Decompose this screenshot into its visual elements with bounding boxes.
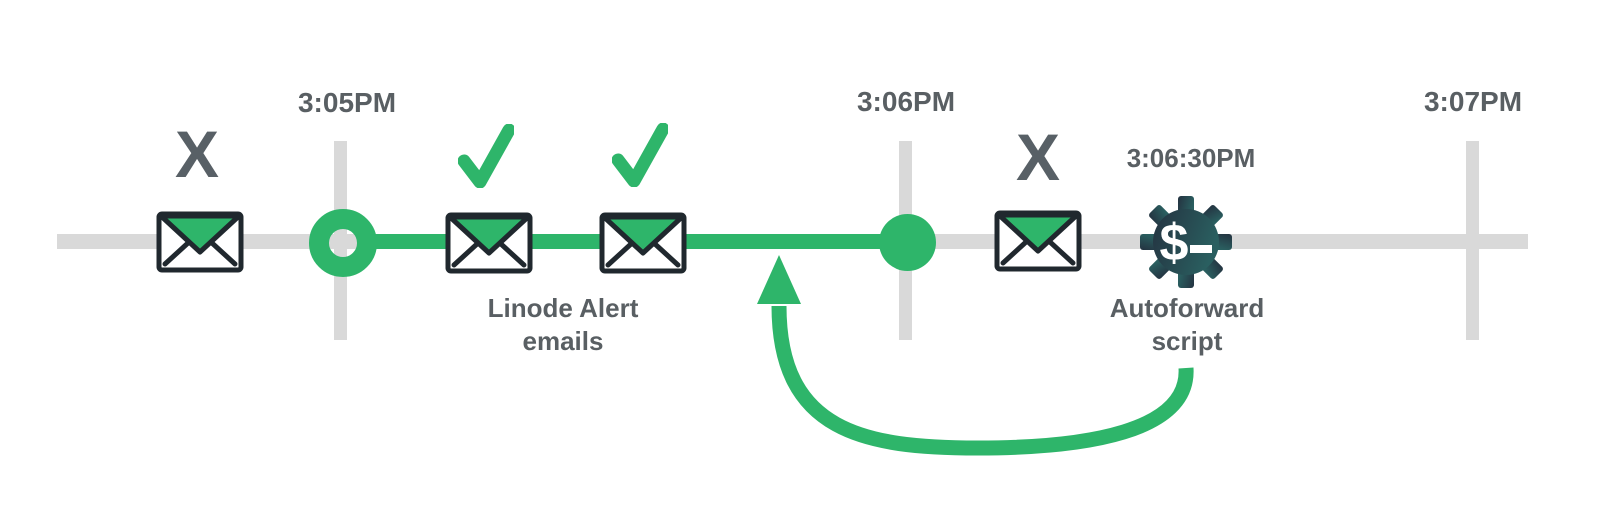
- time-label-3-05: 3:05PM: [297, 87, 397, 118]
- dollar-glyph: $: [1160, 214, 1189, 272]
- time-label-3-07: 3:07PM: [1423, 86, 1523, 117]
- envelope-icon-4: [994, 210, 1082, 272]
- tick-3-07: [1466, 141, 1479, 340]
- caption-autoforward-script: Autoforward script: [1109, 293, 1265, 357]
- x-mark-icon-1: X: [174, 117, 220, 191]
- start-ring-marker: [309, 209, 377, 277]
- envelope-icon-2: [445, 212, 533, 274]
- check-icon-1: [458, 124, 514, 188]
- caption-linode-alert-emails: Linode Alert emails: [487, 293, 639, 357]
- check-icon-2: [612, 123, 668, 187]
- underscore-cursor-glyph: [1190, 245, 1212, 253]
- envelope-icon-3: [599, 212, 687, 274]
- x-mark-icon-2: X: [1015, 120, 1061, 194]
- gear-script-icon: $: [1140, 196, 1232, 288]
- time-label-3-06: 3:06PM: [856, 86, 956, 117]
- arrowhead: [757, 255, 801, 304]
- time-label-3-06-30: 3:06:30PM: [1126, 143, 1256, 173]
- end-dot-marker: [879, 214, 936, 271]
- envelope-icon-1: [156, 211, 244, 273]
